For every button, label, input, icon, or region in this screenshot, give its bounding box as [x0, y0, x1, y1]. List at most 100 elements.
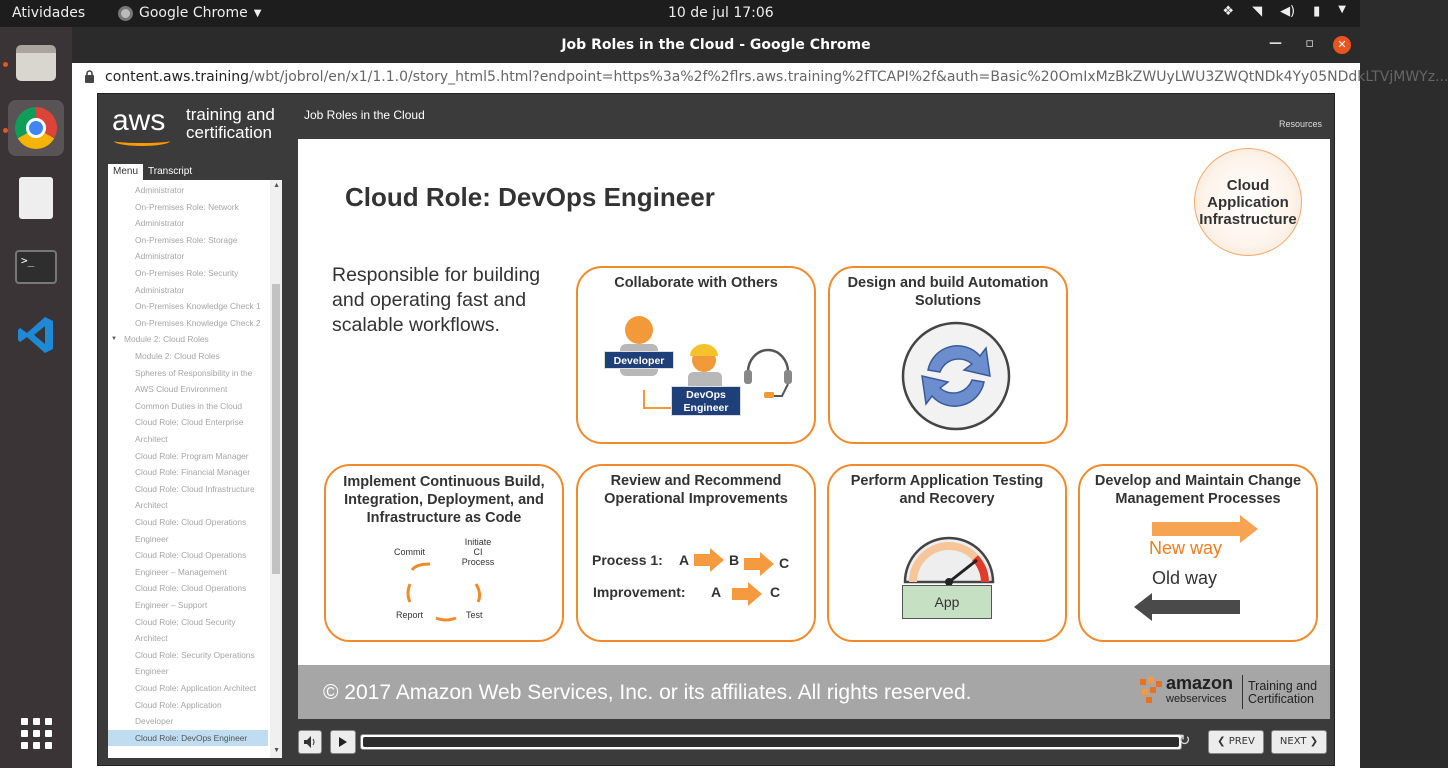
volume-button[interactable]	[298, 730, 322, 754]
system-tray[interactable]: ❖ ◥ ◀) ▮ ▼	[1222, 4, 1346, 19]
dock-chrome[interactable]	[8, 100, 64, 156]
replay-icon[interactable]: ↻	[1178, 731, 1191, 749]
menu-item[interactable]: Cloud Role: Cloud Operations	[135, 583, 247, 594]
menu-item[interactable]: Spheres of Responsibility in the	[135, 367, 253, 378]
menu-item[interactable]: On-Premises Knowledge Check 1	[135, 301, 261, 312]
menu-item[interactable]: On-Premises Role: Security	[135, 268, 239, 278]
maximize-button[interactable]: ▫	[1305, 36, 1314, 51]
card-review: Review and Recommend Operational Improve…	[576, 464, 816, 642]
prev-button[interactable]: ❮ PREV	[1208, 730, 1264, 754]
menu-item[interactable]: Cloud Role: Program Manager	[135, 450, 249, 461]
resources-link[interactable]: Resources	[1278, 119, 1322, 129]
devops-label-line1: DevOps	[686, 389, 726, 401]
menu-item[interactable]: Administrator	[135, 251, 185, 262]
logo-divider	[1242, 675, 1243, 709]
dock-files[interactable]	[8, 35, 64, 91]
menu-item[interactable]: Architect	[135, 633, 168, 644]
menu-item[interactable]: Engineer	[135, 533, 169, 544]
card-automation: Design and build Automation Solutions	[828, 266, 1068, 444]
menu-item[interactable]: On-Premises Knowledge Check 2	[135, 317, 261, 328]
menu-item[interactable]: Engineer	[135, 666, 169, 677]
card-change-management: Develop and Maintain Change Management P…	[1078, 464, 1318, 642]
clock[interactable]: 10 de jul 17:06	[668, 5, 774, 21]
wifi-icon[interactable]: ◥	[1252, 4, 1263, 19]
menu-item[interactable]: Architect	[135, 434, 168, 444]
scroll-up-icon[interactable]: ▲	[273, 182, 280, 189]
dock-libreoffice[interactable]	[8, 170, 64, 226]
player-controls: ↻ ❮ PREV NEXT ❯	[298, 730, 1330, 758]
scrollbar-thumb[interactable]	[272, 284, 280, 574]
chevron-down-icon[interactable]: ▼	[1338, 4, 1346, 15]
process-a: A	[679, 552, 690, 568]
ci-commit: Commit	[394, 547, 425, 557]
next-button[interactable]: NEXT ❯	[1271, 730, 1327, 754]
menu-item[interactable]: Administrator	[135, 185, 185, 195]
chevron-down-icon: ▼	[253, 7, 262, 19]
card-title: Perform Application Testing and Recovery	[850, 473, 1044, 507]
play-icon	[339, 737, 347, 747]
menu-item[interactable]: Engineer – Management	[135, 566, 227, 577]
battery-icon[interactable]: ▮	[1313, 4, 1321, 19]
window-titlebar[interactable]: Job Roles in the Cloud - Google Chrome —…	[72, 27, 1360, 63]
menu-item[interactable]: Common Duties in the Cloud	[135, 400, 243, 411]
dock-vscode[interactable]	[8, 307, 64, 363]
menu-section-module-2[interactable]: ▼Module 2: Cloud Roles	[111, 331, 256, 348]
course-player: aws training and certification Job Roles…	[97, 93, 1335, 766]
menu-item[interactable]: Cloud Role: Cloud Operations	[135, 517, 247, 527]
aws-smile-icon	[114, 136, 170, 146]
menu-item-current[interactable]: Cloud Role: DevOps Engineer	[108, 729, 268, 747]
app-menu[interactable]: Google Chrome ▼	[118, 5, 261, 21]
role-description: Responsible for building and operating f…	[332, 264, 541, 336]
menu-item[interactable]: On-Premises Role: Storage	[135, 234, 238, 245]
tab-transcript[interactable]: Transcript	[148, 166, 193, 177]
process-c: C	[779, 555, 790, 571]
play-button[interactable]	[330, 730, 356, 754]
prev-label: PREV	[1228, 736, 1255, 747]
activities-button[interactable]: Atividades	[12, 5, 86, 21]
menu-scrollbar[interactable]: ▲ ▼	[270, 180, 282, 758]
menu-item[interactable]: On-Premises Role: Network	[135, 201, 239, 212]
dropbox-icon[interactable]: ❖	[1222, 4, 1235, 19]
ci-test: Test	[466, 610, 483, 620]
menu-item[interactable]: Administrator	[135, 218, 185, 229]
show-apps-button[interactable]	[8, 705, 64, 761]
ci-initiate: Initiate CI Process	[458, 537, 498, 567]
close-button[interactable]: ✕	[1333, 36, 1351, 54]
gauge-icon	[903, 536, 995, 586]
volume-icon[interactable]: ◀)	[1280, 4, 1296, 19]
menu-item[interactable]: Cloud Role: Cloud Security	[135, 616, 236, 627]
minimize-button[interactable]: —	[1269, 36, 1282, 51]
tab-menu[interactable]: Menu	[108, 164, 144, 180]
url-text[interactable]: content.aws.training/wbt/jobrol/en/x1/1.…	[105, 69, 1448, 85]
menu-item[interactable]: Administrator	[135, 284, 185, 295]
address-bar[interactable]: content.aws.training/wbt/jobrol/en/x1/1.…	[72, 63, 1448, 93]
process-b: B	[729, 552, 740, 568]
card-title: Implement Continuous Build, Integration,…	[343, 474, 545, 526]
menu-item[interactable]: Cloud Role: Cloud Operations	[135, 550, 247, 561]
card-title: Review and Recommend Operational Improve…	[604, 473, 788, 507]
menu-item[interactable]: Cloud Role: Financial Manager	[135, 467, 250, 478]
ci-initiate-line3: Process	[461, 557, 495, 567]
menu-item[interactable]: Cloud Role: Application	[135, 699, 222, 710]
menu-item[interactable]: Engineer – Support	[135, 600, 208, 610]
menu-item[interactable]: Module 2: Cloud Roles	[135, 351, 220, 361]
menu-item[interactable]: Cloud Role: Application Architect	[135, 683, 257, 693]
expand-triangle-icon[interactable]: ▼	[111, 336, 117, 343]
slide-area: Cloud Role: DevOps Engineer Cloud Applic…	[298, 139, 1330, 719]
ci-initiate-line2: CI	[473, 547, 483, 557]
vscode-icon	[18, 317, 53, 353]
menu-item[interactable]: Cloud Role: Security Operations	[135, 649, 255, 660]
chevron-left-icon: ❮	[1217, 736, 1229, 747]
menu-item[interactable]: AWS Cloud Environment	[135, 384, 228, 395]
old-way-label: Old way	[1152, 568, 1218, 588]
menu-item[interactable]: Architect	[135, 500, 168, 511]
devops-label-line2: Engineer	[683, 402, 729, 414]
menu-item[interactable]: Cloud Role: Cloud Enterprise	[135, 417, 244, 428]
url-host: content.aws.training	[105, 69, 250, 85]
scroll-down-icon[interactable]: ▼	[273, 747, 280, 754]
hardhat-icon	[690, 344, 718, 356]
seek-bar[interactable]	[360, 734, 1182, 750]
dock-terminal[interactable]: >_	[8, 239, 64, 295]
menu-item[interactable]: Developer	[135, 716, 174, 727]
menu-item[interactable]: Cloud Role: Cloud Infrastructure	[135, 483, 255, 494]
